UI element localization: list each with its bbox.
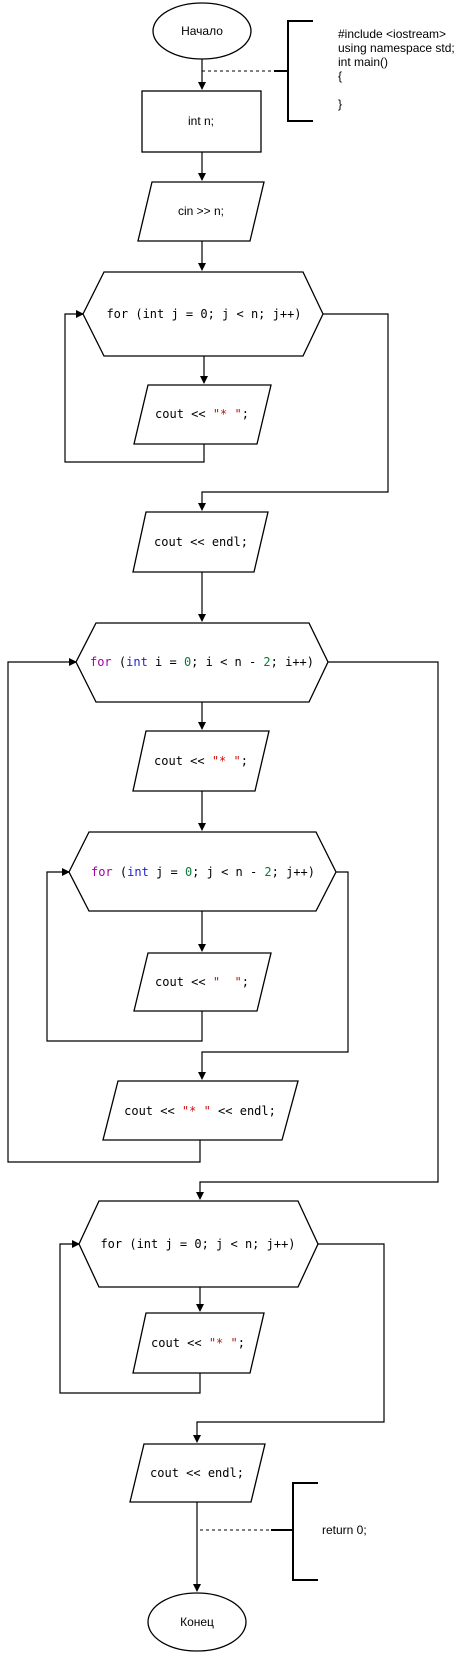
endl-2-label: cout << endl;: [150, 1466, 244, 1480]
return-annotation: return 0;: [271, 1482, 367, 1581]
output-5-label: cout << "* ";: [151, 1336, 245, 1350]
output-3-label: cout << " ";: [155, 975, 249, 989]
header-line-1: #include <iostream>: [338, 27, 446, 41]
end-label: Конец: [180, 1615, 214, 1629]
loop-1-hexagon: [82, 271, 324, 357]
output-3-box: [133, 952, 272, 1012]
endl-1-label: cout << endl;: [154, 535, 248, 549]
start-label: Начало: [181, 24, 223, 38]
endl-2-box: [129, 1443, 266, 1503]
output-2-box: [132, 730, 270, 792]
connectors: [7, 59, 439, 1592]
loop-3-label: for (int j = 0; j < n - 2; j++): [91, 865, 315, 879]
output-4-box: [102, 1080, 299, 1141]
loop-4-hexagon: [78, 1200, 319, 1288]
declare-n-label: int n;: [188, 114, 214, 128]
start-terminator: [152, 2, 252, 60]
output-1-box: [133, 384, 272, 445]
end-terminator: [147, 1592, 247, 1652]
endl-1-box: [132, 511, 269, 573]
output-5-box: [132, 1312, 265, 1374]
output-1-label: cout << "* ";: [155, 407, 249, 421]
loop-4-label: for (int j = 0; j < n; j++): [100, 1237, 295, 1251]
input-n-label: cin >> n;: [178, 204, 224, 218]
declare-n-box: [141, 90, 262, 153]
return-label: return 0;: [322, 1523, 367, 1537]
loop-1-label: for (int j = 0; j < n; j++): [106, 307, 301, 321]
header-line-3: int main(): [338, 55, 388, 69]
header-line-6: }: [338, 97, 342, 111]
header-line-4: {: [338, 69, 342, 83]
header-line-2: using namespace std;: [338, 41, 455, 55]
loop-2-hexagon: [75, 622, 329, 703]
loop-3-hexagon: [68, 831, 337, 912]
loop-2-label: for (int i = 0; i < n - 2; i++): [90, 655, 314, 669]
output-4-label: cout << "* " << endl;: [124, 1104, 276, 1118]
input-n-box: [137, 181, 265, 242]
header-annotation: #include <iostream> using namespace std;…: [274, 20, 455, 122]
output-2-label: cout << "* ";: [154, 754, 248, 768]
